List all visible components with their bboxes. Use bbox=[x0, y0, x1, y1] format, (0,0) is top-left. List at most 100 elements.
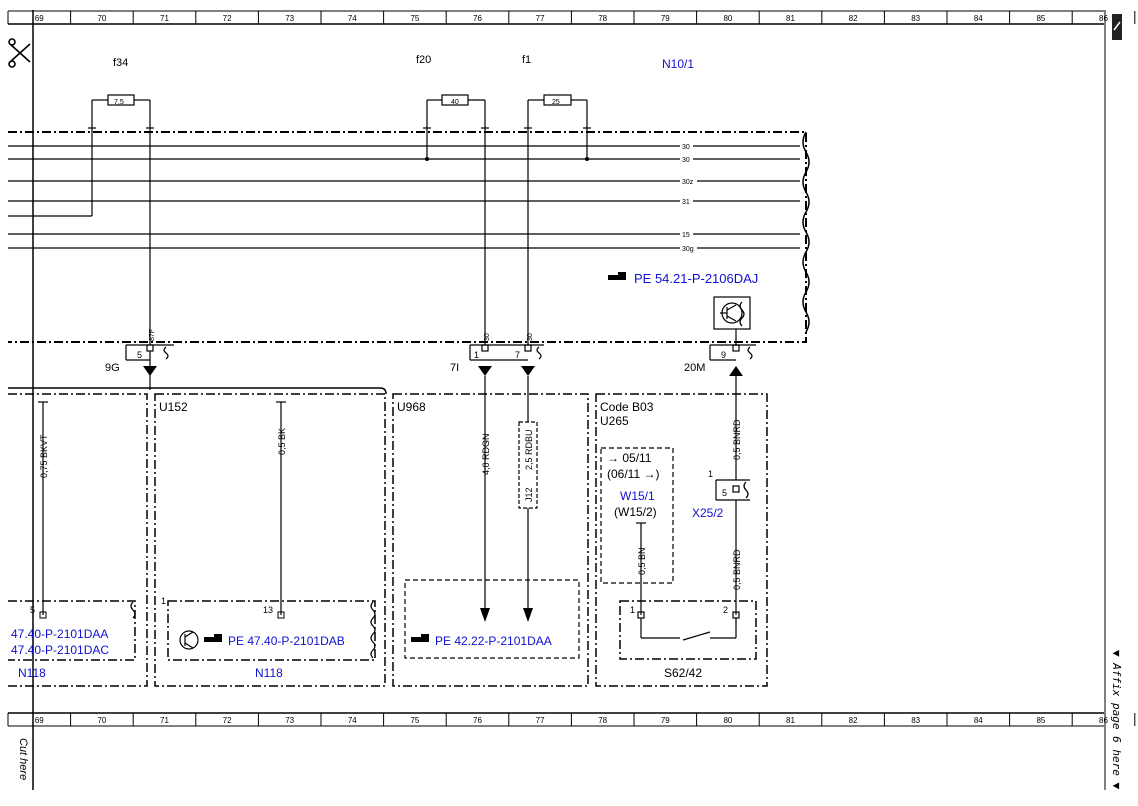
n10-1-module: N10/1 bbox=[8, 57, 810, 343]
connector-9g-arrow bbox=[143, 366, 157, 376]
connector-7i bbox=[469, 344, 544, 361]
bus-labels: 30 30 30z 31 15 30g bbox=[682, 144, 694, 253]
pin-30b: 30 bbox=[527, 333, 534, 341]
pointing-hand-icon bbox=[204, 634, 222, 642]
pin-87f: 87F bbox=[149, 329, 156, 341]
section-code-title: Code B03 bbox=[600, 400, 654, 414]
wire-bn: 0,5 BN bbox=[637, 547, 647, 575]
pin-5: 5 bbox=[137, 350, 142, 360]
top-ruler-number: 76 bbox=[473, 14, 482, 23]
bottom-ruler-number: 86 bbox=[1099, 716, 1108, 725]
bottom-ruler-number: 79 bbox=[661, 716, 670, 725]
n118-module bbox=[167, 600, 376, 661]
top-ruler-number: 82 bbox=[849, 14, 858, 23]
transistor-icon bbox=[179, 630, 199, 650]
ref-pe-47-40-dab: PE 47.40-P-2101DAB bbox=[228, 634, 345, 648]
pointing-hand-icon bbox=[608, 272, 626, 280]
module-title-n10-1: N10/1 bbox=[662, 57, 694, 71]
wire-rdbu: 2,5 RDBU bbox=[524, 429, 534, 470]
connector-20m-arrow bbox=[729, 366, 743, 376]
bus-label-30g: 30g bbox=[682, 246, 694, 253]
section-code-b03 bbox=[595, 393, 768, 687]
pin-5b: 5 bbox=[30, 605, 35, 615]
connector-7i-label: 7I bbox=[450, 362, 459, 374]
top-ruler-number: 83 bbox=[911, 14, 920, 23]
top-ruler-number: 75 bbox=[410, 14, 419, 23]
wire-rdgn: 4,0 RDGN bbox=[481, 433, 491, 475]
pointing-hand-icon bbox=[411, 634, 429, 642]
bottom-ruler-number: 81 bbox=[786, 716, 795, 725]
bus-label-30: 30 bbox=[682, 157, 690, 164]
ref-pe-42-22-daa: PE 42.22-P-2101DAA bbox=[435, 634, 552, 648]
splice-j12 bbox=[518, 421, 538, 509]
ref-pe-54-text: PE 54.21-P-2106DAJ bbox=[634, 271, 758, 286]
top-ruler-number: 78 bbox=[598, 14, 607, 23]
section-u968-title: U968 bbox=[397, 400, 426, 414]
top-ruler-number: 77 bbox=[536, 14, 545, 23]
bottom-ruler-number: 70 bbox=[97, 716, 106, 725]
pin-9: 9 bbox=[721, 350, 726, 360]
top-ruler-number: 70 bbox=[97, 14, 106, 23]
wire-bnrd-lower: 0,5 BNRD bbox=[732, 549, 742, 590]
section-u152-title: U152 bbox=[159, 400, 188, 414]
connector-20m bbox=[709, 344, 756, 361]
module-n118: N118 bbox=[255, 666, 283, 680]
top-ruler-number: 74 bbox=[348, 14, 357, 23]
pin-30a: 30 bbox=[484, 333, 491, 341]
connector-20m-label: 20M bbox=[684, 362, 705, 374]
fuse-f20 bbox=[423, 94, 489, 345]
date-to: (06/11 →) bbox=[607, 467, 659, 481]
scissors-icon bbox=[8, 38, 31, 68]
fuse-f34-rating: 7,5 bbox=[114, 99, 124, 106]
top-ruler-number: 84 bbox=[974, 14, 983, 23]
w15-box bbox=[600, 447, 674, 584]
connector-7i-arrow-a bbox=[478, 366, 492, 376]
fuse-f1-rating: 25 bbox=[552, 99, 560, 106]
wire-bnrd-upper: 0,5 BNRD bbox=[732, 419, 742, 460]
switch-s62-42 bbox=[619, 600, 757, 660]
fuse-f34-label: f34 bbox=[113, 57, 128, 69]
transistor-symbol bbox=[713, 296, 751, 346]
bottom-ruler-number: 72 bbox=[223, 716, 232, 725]
bus-label-31: 31 bbox=[682, 199, 690, 206]
bottom-ruler-number: 75 bbox=[410, 716, 419, 725]
affix-note: ▼ Affix page 6 here ▼ bbox=[1110, 650, 1123, 789]
pin-1b: 1 bbox=[161, 596, 166, 606]
wire-bkvt: 0,75 BKVT bbox=[39, 434, 49, 478]
fuse-f1-label: f1 bbox=[522, 54, 531, 66]
connector-7i-arrow-b bbox=[521, 366, 535, 376]
bottom-ruler-number: 69 bbox=[35, 716, 44, 725]
section-u152 bbox=[154, 393, 386, 687]
bottom-ruler-number: 74 bbox=[348, 716, 357, 725]
pin-13: 13 bbox=[263, 605, 273, 615]
control-unit-module bbox=[404, 579, 580, 659]
cut-here-note: Cut here bbox=[17, 738, 29, 780]
ref-47-40-daa: 47.40-P-2101DAA bbox=[11, 627, 108, 641]
bottom-ruler-number: 80 bbox=[723, 716, 732, 725]
ref-47-40-dac: 47.40-P-2101DAC bbox=[11, 643, 109, 657]
bottom-ruler-number: 77 bbox=[536, 716, 545, 725]
bus-label-15: 15 bbox=[682, 232, 690, 239]
bus-label-30: 30 bbox=[682, 144, 690, 151]
fuse-f1 bbox=[524, 94, 591, 345]
top-ruler-number: 81 bbox=[786, 14, 795, 23]
module-w15-2: (W15/2) bbox=[614, 505, 657, 519]
module-s62-42: S62/42 bbox=[664, 666, 702, 680]
fuse-f20-label: f20 bbox=[416, 54, 431, 66]
module-w15-1: W15/1 bbox=[620, 489, 655, 503]
fuse-f20-rating: 40 bbox=[451, 99, 459, 106]
bottom-ruler-number: 76 bbox=[473, 716, 482, 725]
top-ruler-number: 86 bbox=[1099, 14, 1108, 23]
bottom-ruler-number: 82 bbox=[849, 716, 858, 725]
top-ruler-number: 80 bbox=[723, 14, 732, 23]
pin-2: 2 bbox=[723, 605, 728, 615]
bottom-ruler-number: 84 bbox=[974, 716, 983, 725]
ref-pe-54: PE 54.21-P-2106DAJ bbox=[608, 271, 758, 286]
top-ruler-number: 73 bbox=[285, 14, 294, 23]
top-ruler-number: 71 bbox=[160, 14, 169, 23]
